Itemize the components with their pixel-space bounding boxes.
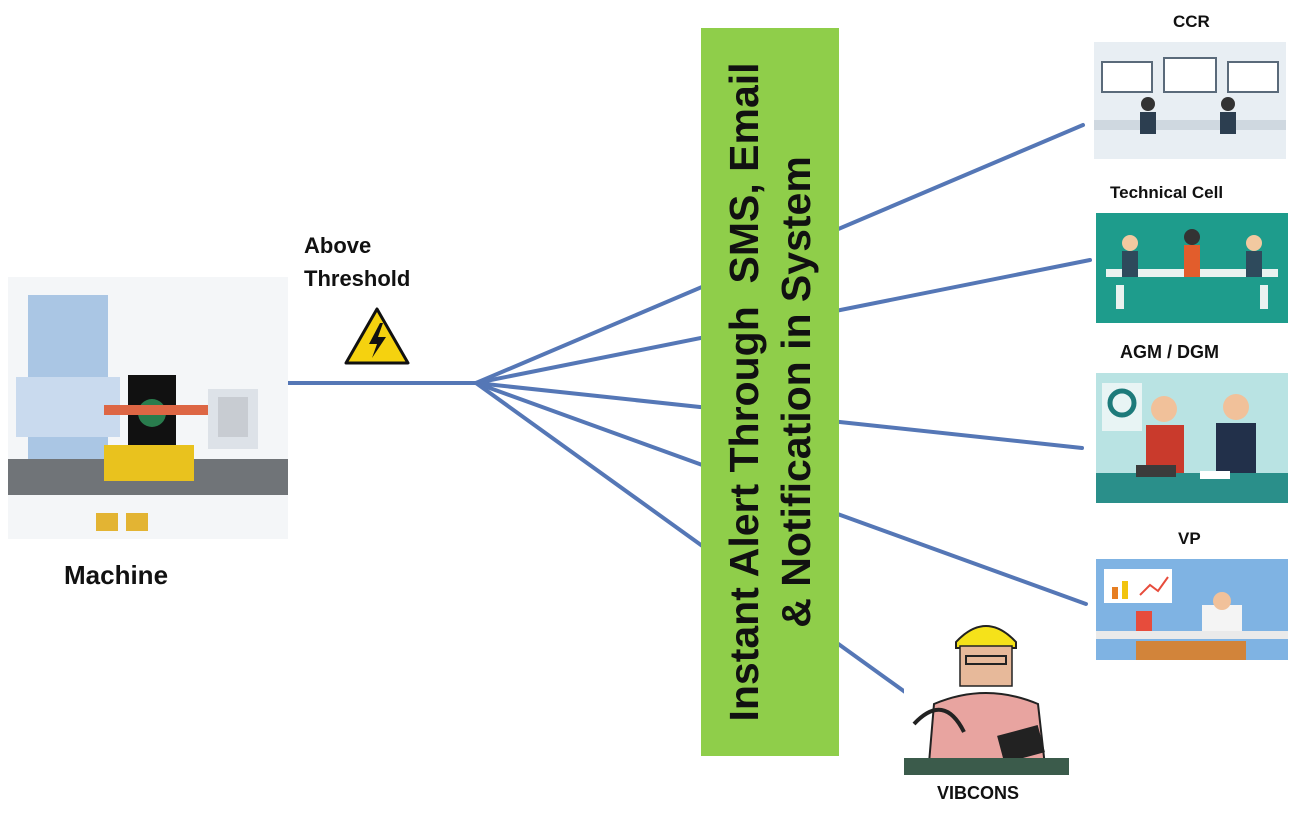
control-room-icon xyxy=(1094,42,1286,159)
recipient-label-technical-cell: Technical Cell xyxy=(1110,183,1224,202)
team-meeting-icon xyxy=(1096,213,1288,323)
alert-banner: Instant Alert Through SMS, Email & Notif… xyxy=(701,28,839,756)
executive-desk-icon xyxy=(1096,559,1288,660)
alert-banner-text: Instant Alert Through SMS, Email & Notif… xyxy=(718,32,822,752)
threshold-label-line1: Above xyxy=(304,233,372,258)
recipient-label-vp: VP xyxy=(1178,529,1201,548)
engineer-with-vibration-meter-icon xyxy=(904,612,1069,775)
business-meeting-icon xyxy=(1096,373,1288,503)
machine-icon xyxy=(8,277,288,539)
recipient-label-vibcons: VIBCONS xyxy=(937,783,1020,803)
threshold-label-line2: Threshold xyxy=(304,266,411,291)
machine-label: Machine xyxy=(64,560,169,590)
alert-banner-line1: Instant Alert Through SMS, Email xyxy=(721,62,767,722)
recipient-label-agm-dgm: AGM / DGM xyxy=(1120,342,1219,362)
connector-hub-vibcons xyxy=(474,381,914,699)
alert-banner-line2: & Notification in System xyxy=(773,156,819,628)
high-voltage-warning-icon xyxy=(344,307,410,365)
recipient-label-ccr: CCR xyxy=(1173,12,1210,31)
